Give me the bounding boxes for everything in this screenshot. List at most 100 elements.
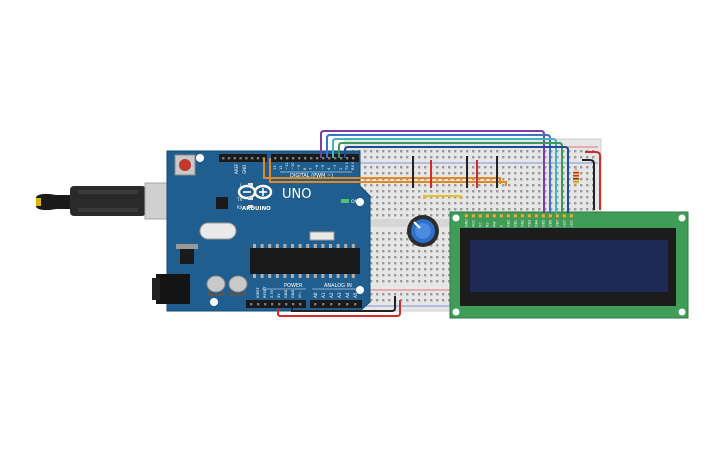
breadboard-hole[interactable] — [382, 184, 385, 187]
breadboard-hole[interactable] — [436, 250, 439, 253]
lcd-pin[interactable] — [541, 213, 546, 218]
breadboard-hole[interactable] — [370, 190, 373, 193]
breadboard-hole[interactable] — [448, 280, 451, 283]
breadboard-hole[interactable] — [490, 172, 493, 175]
breadboard-hole[interactable] — [394, 214, 397, 217]
breadboard-hole[interactable] — [382, 280, 385, 283]
breadboard-hole[interactable] — [502, 208, 505, 211]
breadboard-hole[interactable] — [520, 178, 523, 181]
breadboard-hole[interactable] — [394, 208, 397, 211]
breadboard-hole[interactable] — [466, 196, 469, 199]
breadboard-hole[interactable] — [448, 190, 451, 193]
breadboard-hole[interactable] — [382, 299, 385, 302]
breadboard-hole[interactable] — [418, 250, 421, 253]
breadboard-hole[interactable] — [418, 280, 421, 283]
breadboard-hole[interactable] — [394, 268, 397, 271]
breadboard-hole[interactable] — [382, 150, 385, 153]
breadboard-hole[interactable] — [532, 156, 535, 159]
breadboard-hole[interactable] — [586, 178, 589, 181]
breadboard-hole[interactable] — [394, 280, 397, 283]
wire-green[interactable] — [338, 142, 563, 213]
breadboard-hole[interactable] — [418, 262, 421, 265]
breadboard-hole[interactable] — [442, 262, 445, 265]
breadboard-hole[interactable] — [556, 202, 559, 205]
breadboard-hole[interactable] — [580, 178, 583, 181]
lcd-pin[interactable] — [492, 213, 497, 218]
breadboard-hole[interactable] — [448, 150, 451, 153]
breadboard-hole[interactable] — [418, 299, 421, 302]
breadboard-hole[interactable] — [556, 166, 559, 169]
breadboard-hole[interactable] — [370, 232, 373, 235]
breadboard-hole[interactable] — [376, 238, 379, 241]
breadboard-hole[interactable] — [538, 202, 541, 205]
breadboard-hole[interactable] — [442, 244, 445, 247]
breadboard-hole[interactable] — [496, 190, 499, 193]
breadboard-hole[interactable] — [376, 156, 379, 159]
breadboard-hole[interactable] — [394, 190, 397, 193]
breadboard-hole[interactable] — [376, 274, 379, 277]
breadboard-hole[interactable] — [388, 214, 391, 217]
breadboard-hole[interactable] — [388, 208, 391, 211]
resistor[interactable] — [573, 166, 579, 186]
breadboard-hole[interactable] — [418, 256, 421, 259]
lcd-pin[interactable] — [569, 213, 574, 218]
breadboard-hole[interactable] — [400, 268, 403, 271]
breadboard-hole[interactable] — [406, 150, 409, 153]
header-pin[interactable] — [286, 157, 289, 160]
breadboard-hole[interactable] — [430, 156, 433, 159]
breadboard-hole[interactable] — [436, 184, 439, 187]
breadboard-hole[interactable] — [472, 202, 475, 205]
breadboard-hole[interactable] — [454, 202, 457, 205]
breadboard-hole[interactable] — [430, 268, 433, 271]
breadboard-hole[interactable] — [574, 156, 577, 159]
breadboard-hole[interactable] — [478, 156, 481, 159]
breadboard-hole[interactable] — [538, 196, 541, 199]
breadboard-hole[interactable] — [550, 184, 553, 187]
breadboard-hole[interactable] — [472, 156, 475, 159]
breadboard-hole[interactable] — [442, 293, 445, 296]
breadboard-hole[interactable] — [550, 178, 553, 181]
breadboard-hole[interactable] — [382, 214, 385, 217]
breadboard-hole[interactable] — [586, 156, 589, 159]
breadboard-hole[interactable] — [538, 190, 541, 193]
breadboard-hole[interactable] — [484, 208, 487, 211]
breadboard-hole[interactable] — [430, 293, 433, 296]
breadboard-hole[interactable] — [424, 190, 427, 193]
breadboard-hole[interactable] — [514, 190, 517, 193]
breadboard-hole[interactable] — [448, 262, 451, 265]
breadboard-hole[interactable] — [550, 208, 553, 211]
breadboard-hole[interactable] — [568, 184, 571, 187]
breadboard-hole[interactable] — [412, 250, 415, 253]
breadboard-hole[interactable] — [544, 156, 547, 159]
breadboard-hole[interactable] — [586, 196, 589, 199]
header-pin[interactable] — [314, 303, 317, 306]
breadboard-hole[interactable] — [514, 150, 517, 153]
header-pin[interactable] — [222, 157, 225, 160]
breadboard-hole[interactable] — [496, 208, 499, 211]
breadboard-hole[interactable] — [562, 178, 565, 181]
breadboard-hole[interactable] — [460, 196, 463, 199]
breadboard-hole[interactable] — [568, 178, 571, 181]
breadboard-hole[interactable] — [502, 202, 505, 205]
breadboard-hole[interactable] — [424, 299, 427, 302]
breadboard-hole[interactable] — [406, 299, 409, 302]
header-pin[interactable] — [292, 303, 295, 306]
breadboard-hole[interactable] — [406, 166, 409, 169]
breadboard-hole[interactable] — [382, 293, 385, 296]
breadboard-hole[interactable] — [544, 184, 547, 187]
breadboard-hole[interactable] — [418, 184, 421, 187]
breadboard-hole[interactable] — [520, 166, 523, 169]
breadboard-hole[interactable] — [508, 184, 511, 187]
wire-dark-blue[interactable] — [344, 146, 569, 213]
breadboard-hole[interactable] — [376, 299, 379, 302]
breadboard-hole[interactable] — [406, 178, 409, 181]
breadboard-hole[interactable] — [376, 214, 379, 217]
breadboard-hole[interactable] — [448, 178, 451, 181]
breadboard-hole[interactable] — [376, 250, 379, 253]
breadboard-hole[interactable] — [568, 196, 571, 199]
breadboard-hole[interactable] — [406, 274, 409, 277]
breadboard-hole[interactable] — [526, 178, 529, 181]
breadboard-hole[interactable] — [376, 262, 379, 265]
breadboard-hole[interactable] — [424, 202, 427, 205]
breadboard-hole[interactable] — [412, 208, 415, 211]
